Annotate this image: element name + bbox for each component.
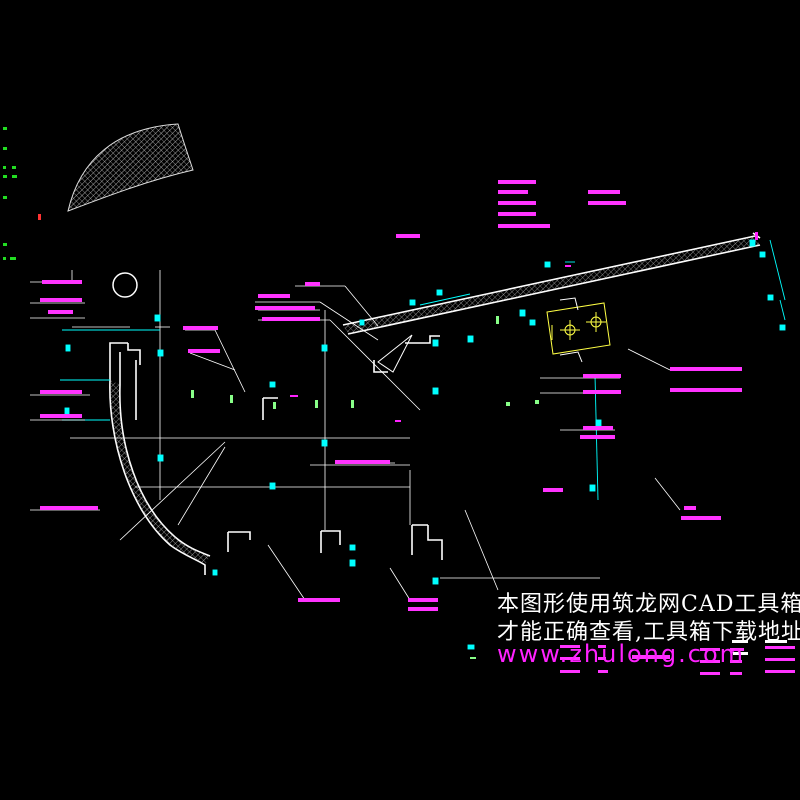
watermark-line-1: 本图形使用筑龙网CAD工具箱	[497, 592, 800, 617]
watermark-url[interactable]: www.zhulong.com	[497, 640, 746, 668]
equipment-block	[546, 302, 611, 355]
curved-wall-hatch	[109, 380, 210, 565]
title-block-labels	[732, 640, 787, 655]
left-margin-marks	[3, 127, 41, 260]
annotation-text-blocks	[40, 180, 742, 611]
equipment-outline	[559, 297, 583, 363]
annotation-leaders	[30, 270, 740, 601]
round-column	[112, 272, 138, 298]
plant-markers	[191, 316, 539, 659]
diagonal-wall-hatch	[343, 236, 760, 334]
title-block	[560, 645, 795, 675]
watermark-line-2: 才能正确查看,工具箱下载地址为:	[497, 620, 800, 645]
north-arrow-icon	[377, 334, 413, 373]
wall-outlines	[109, 232, 761, 575]
hatched-landscape-area	[67, 123, 194, 212]
annotation-markers	[290, 232, 758, 422]
